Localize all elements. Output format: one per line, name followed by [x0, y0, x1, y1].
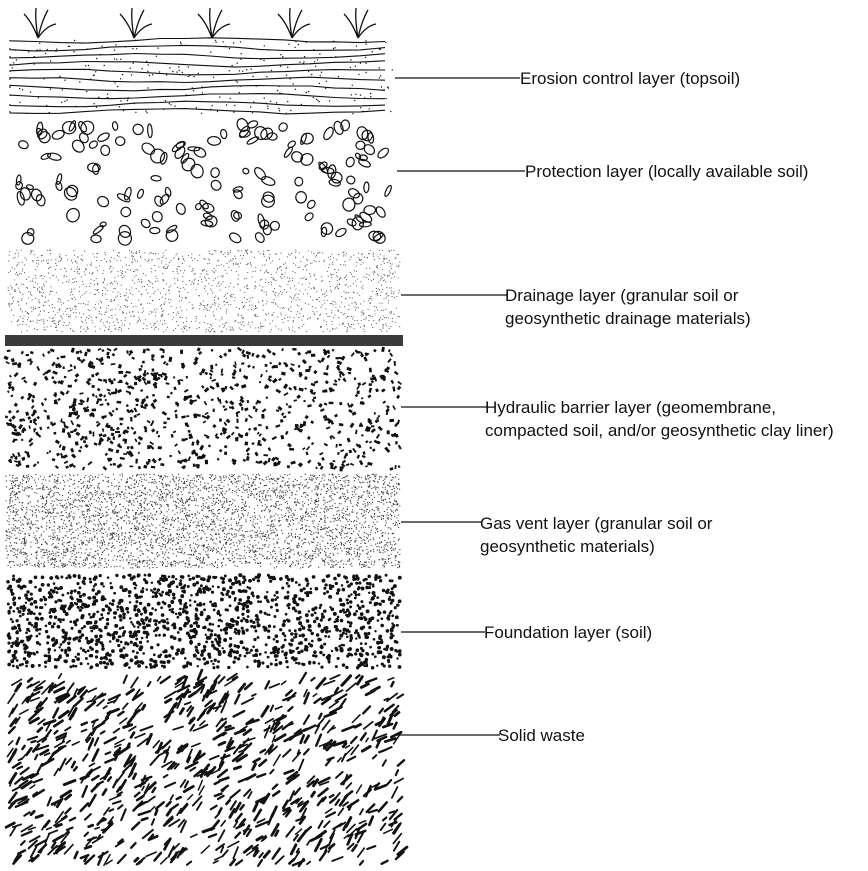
label-gas-vent-layer: Gas vent layer (granular soil or geosynt…: [480, 512, 712, 558]
label-foundation-layer: Foundation layer (soil): [484, 621, 652, 644]
solid-waste-layer: [6, 670, 407, 866]
label-drainage-layer: Drainage layer (granular soil or geosynt…: [505, 284, 751, 330]
label-line: Hydraulic barrier layer (geomembrane,: [485, 396, 834, 419]
geomembrane-bar: [5, 335, 403, 346]
foundation-layer: [6, 573, 401, 669]
label-line: Erosion control layer (topsoil): [520, 67, 740, 90]
gas-vent-layer: [5, 473, 400, 568]
label-line: Solid waste: [498, 724, 585, 747]
label-protection-layer: Protection layer (locally available soil…: [525, 160, 808, 183]
label-solid-waste: Solid waste: [498, 724, 585, 747]
hydraulic-barrier-layer: [4, 347, 402, 472]
label-hydraulic-barrier-layer: Hydraulic barrier layer (geomembrane, co…: [485, 396, 834, 442]
label-line: geosynthetic drainage materials): [505, 307, 751, 330]
label-line: Gas vent layer (granular soil or: [480, 512, 712, 535]
label-line: geosynthetic materials): [480, 535, 712, 558]
protection-layer: [15, 117, 393, 247]
erosion-control-layer: [10, 38, 393, 115]
label-line: Protection layer (locally available soil…: [525, 160, 808, 183]
label-line: Foundation layer (soil): [484, 621, 652, 644]
grass-icons: [24, 8, 376, 38]
label-erosion-control-layer: Erosion control layer (topsoil): [520, 67, 740, 90]
label-line: Drainage layer (granular soil or: [505, 284, 751, 307]
label-line: compacted soil, and/or geosynthetic clay…: [485, 419, 834, 442]
drainage-layer: [8, 250, 401, 333]
